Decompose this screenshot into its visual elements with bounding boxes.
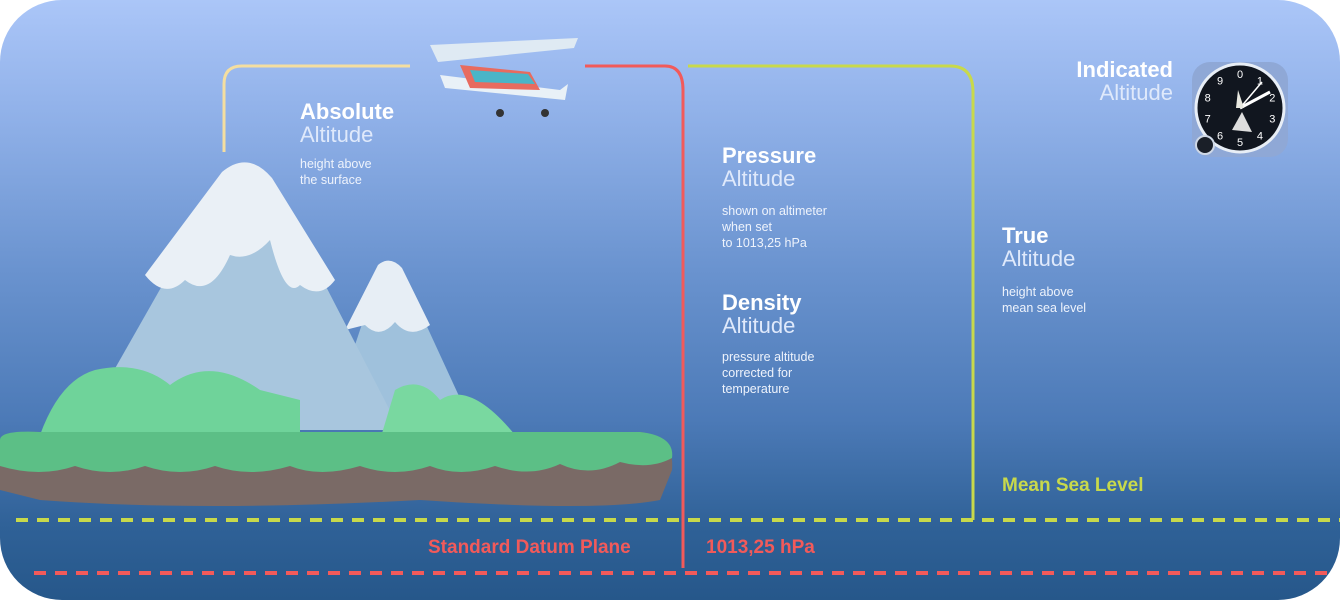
altimeter-digit: 1	[1257, 75, 1263, 87]
absolute-subtitle: Altitude	[300, 122, 374, 147]
altimeter-digit: 6	[1217, 131, 1223, 143]
pressure-title: Pressure	[722, 143, 817, 168]
density-altitude-heading: Density Altitude	[722, 292, 801, 337]
altimeter-illustration	[1192, 62, 1288, 157]
true-altitude-heading: True Altitude	[1002, 225, 1075, 270]
indicated-subtitle: Altitude	[1099, 80, 1173, 105]
pressure-altitude-line	[585, 64, 685, 568]
altimeter-digit: 7	[1205, 114, 1211, 126]
datum-pressure-label: 1013,25 hPa	[706, 537, 815, 558]
altimeter-digit: 4	[1257, 131, 1263, 143]
true-description: height above mean sea level	[1002, 285, 1087, 315]
true-altitude-line	[688, 64, 975, 520]
standard-datum-plane-label: Standard Datum Plane	[428, 537, 631, 558]
altimeter-digit: 0	[1237, 69, 1243, 81]
absolute-altitude-heading: Absolute Altitude	[300, 101, 394, 146]
altimeter-digit: 5	[1237, 137, 1243, 149]
absolute-altitude-line	[222, 64, 410, 152]
pressure-altitude-heading: Pressure Altitude	[722, 145, 816, 190]
altimeter-digit: 8	[1205, 92, 1211, 104]
absolute-title: Absolute	[300, 99, 395, 124]
indicated-altitude-heading: Indicated Altitude	[1076, 59, 1173, 104]
true-subtitle: Altitude	[1002, 246, 1076, 271]
density-title: Density	[722, 290, 802, 315]
true-title: True	[1002, 223, 1049, 248]
absolute-description: height above the surface	[300, 157, 372, 187]
altimeter-digit: 2	[1269, 92, 1275, 104]
pressure-description: shown on altimeter when set to 1013,25 h…	[722, 204, 827, 250]
altimeter-digit: 9	[1217, 75, 1223, 87]
density-description: pressure altitude corrected for temperat…	[722, 350, 815, 396]
indicated-title: Indicated	[1076, 57, 1173, 82]
airplane-illustration	[430, 38, 578, 117]
pressure-subtitle: Altitude	[722, 166, 796, 191]
mean-sea-level-label: Mean Sea Level	[1002, 475, 1144, 496]
mountain-illustration	[0, 162, 673, 506]
density-subtitle: Altitude	[722, 313, 796, 338]
altimeter-digit: 3	[1269, 114, 1275, 126]
